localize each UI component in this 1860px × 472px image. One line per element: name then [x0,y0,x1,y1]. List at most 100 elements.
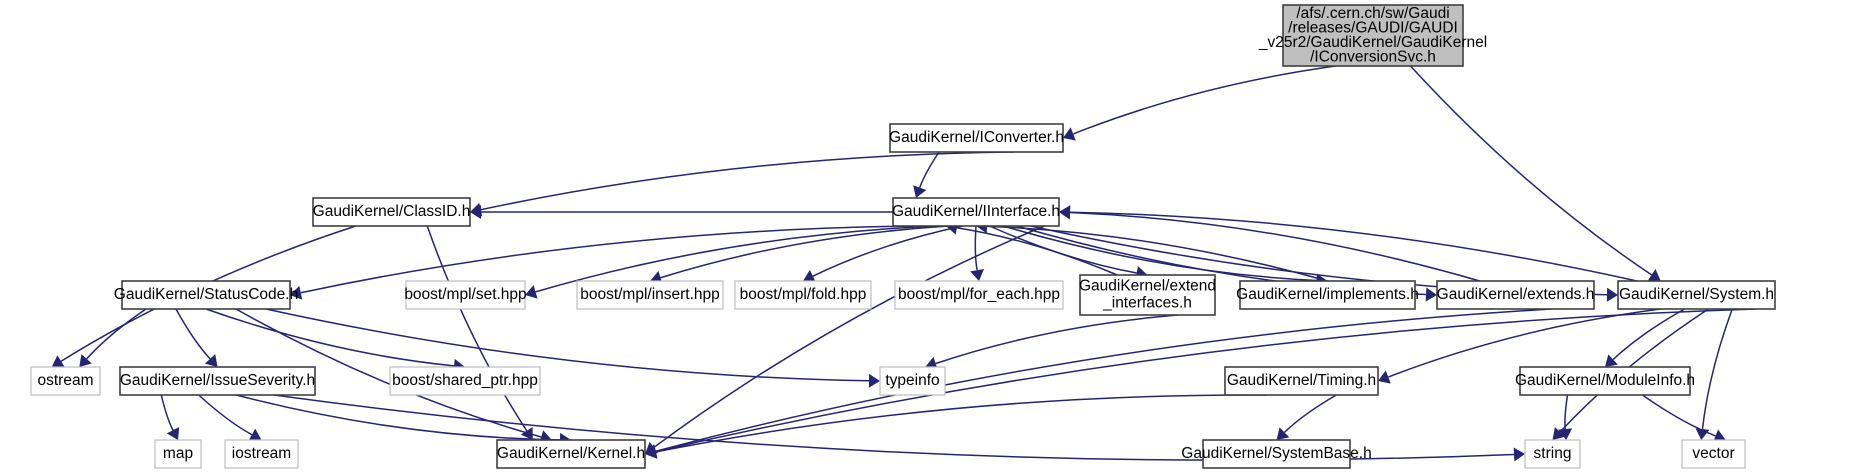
graph-node-issuesev[interactable]: GaudiKernel/IssueSeverity.h [119,366,316,396]
node-label: boost/mpl/for_each.hpp [898,286,1060,303]
graph-edge-iconverter-to-iinterface [919,151,940,188]
graph-edge-timing-to-systembase [1283,394,1337,433]
graph-node-mplforeach[interactable]: boost/mpl/for_each.hpp [894,280,1064,310]
node-label: string [1534,445,1572,462]
graph-edge-arrowhead [525,285,538,299]
node-box [224,439,299,469]
node-box [30,366,101,396]
graph-edge-arrowhead [1378,370,1391,384]
node-label: _v25r2/GaudiKernel/GaudiKernel [1258,34,1487,51]
graph-node-string[interactable]: string [1524,439,1581,469]
graph-node-mplset[interactable]: boost/mpl/set.hpp [404,280,527,310]
graph-edge-arrowhead [166,427,180,440]
graph-edge-arrowhead [51,355,65,368]
node-box [1681,439,1746,469]
graph-edge-arrowhead [913,185,927,198]
graph-node-ostream[interactable]: ostream [30,366,101,396]
node-label: GaudiKernel/extend [1079,278,1216,295]
graph-edge-system-to-vector [1701,308,1733,430]
node-label: /IConversionSvc.h [1310,48,1436,65]
node-label: GaudiKernel/System.h [1619,286,1774,303]
node-box [889,123,1064,153]
graph-edge-iinterface-to-kernel [653,225,1045,449]
graph-edge-extends-to-kernel [655,308,1552,452]
node-label: GaudiKernel/Timing.h [1227,372,1376,389]
node-label: iostream [232,445,291,462]
graph-node-iconverter[interactable]: GaudiKernel/IConverter.h [889,123,1064,153]
graph-node-classid[interactable]: GaudiKernel/ClassID.h [312,197,471,227]
graph-node-kernel[interactable]: GaudiKernel/Kernel.h [496,439,646,469]
graph-edge-arrowhead [1647,269,1661,281]
node-layer: /afs/.cern.ch/sw/Gaudi/releases/GAUDI/GA… [30,4,1776,469]
graph-node-systembase[interactable]: GaudiKernel/SystemBase.h [1181,439,1372,469]
node-box [1436,280,1595,310]
node-label: GaudiKernel/implements.h [1236,286,1419,303]
node-label: typeinfo [885,372,939,389]
graph-edge-arrowhead [803,269,816,283]
graph-node-extends[interactable]: GaudiKernel/extends.h [1436,280,1595,310]
node-box [894,280,1064,310]
node-label: boost/mpl/set.hpp [404,286,526,303]
graph-edge-arrowhead [1558,428,1573,440]
node-label: boost/mpl/fold.hpp [740,286,867,303]
graph-node-extendif[interactable]: GaudiKernel/extend_interfaces.h [1079,274,1216,316]
graph-edge-implements-to-iinterface [986,225,1328,282]
graph-edge-moduleinfo-to-vector [1642,394,1716,437]
graph-node-implements[interactable]: GaudiKernel/implements.h [1236,280,1419,310]
graph-edge-root-to-iconverter [1072,65,1336,135]
graph-node-sharedptr[interactable]: boost/shared_ptr.hpp [389,366,541,396]
graph-node-iinterface[interactable]: GaudiKernel/IInterface.h [892,197,1060,227]
node-label: _interfaces.h [1102,295,1192,312]
node-label: GaudiKernel/SystemBase.h [1181,445,1371,462]
node-box [1282,4,1464,67]
node-label: boost/shared_ptr.hpp [392,372,538,389]
graph-edge-arrowhead [1552,427,1566,440]
graph-node-iostream[interactable]: iostream [224,439,299,469]
graph-edge-moduleinfo-to-string [1564,394,1569,430]
node-box [405,280,526,310]
node-label: /afs/.cern.ch/sw/Gaudi [1296,5,1449,22]
graph-node-map[interactable]: map [154,439,202,469]
graph-node-system[interactable]: GaudiKernel/System.h [1617,280,1776,310]
node-label: boost/mpl/insert.hpp [580,286,720,303]
node-box [119,366,316,396]
graph-node-typeinfo[interactable]: typeinfo [879,366,946,396]
node-label: GaudiKernel/ClassID.h [313,203,471,220]
graph-node-mplinsert[interactable]: boost/mpl/insert.hpp [576,280,724,310]
node-box [734,280,872,310]
graph-edge-arrowhead [1606,287,1618,302]
graph-node-moduleinfo[interactable]: GaudiKernel/ModuleInfo.h [1515,366,1695,396]
graph-edge-iinterface-to-mplforeach [974,225,978,271]
graph-edge-arrowhead [1425,287,1437,302]
graph-edge-issuesev-to-map [160,394,174,431]
node-box [892,197,1060,227]
graph-edge-iinterface-to-mplset [535,225,936,293]
node-box [1519,366,1691,396]
graph-edge-arrowhead [868,373,880,388]
node-box [1079,274,1216,316]
graph-node-timing[interactable]: GaudiKernel/Timing.h [1224,366,1379,396]
graph-node-statuscode[interactable]: GaudiKernel/StatusCode.h [114,280,298,310]
graph-edge-arrowhead [1605,354,1618,367]
graph-edge-statuscode-to-typeinfo [265,308,870,382]
node-box [121,280,291,310]
graph-node-vector[interactable]: vector [1681,439,1746,469]
node-label: GaudiKernel/Kernel.h [497,445,645,462]
node-label: vector [1692,445,1734,462]
graph-edge-arrowhead [470,205,481,219]
node-label: map [163,445,193,462]
graph-edge-arrowhead [79,354,92,367]
graph-node-mplfold[interactable]: boost/mpl/fold.hpp [734,280,872,310]
node-box [312,197,471,227]
node-box [389,366,541,396]
graph-edge-iinterface-to-statuscode [300,225,922,294]
graph-edge-classid-to-kernel [426,225,528,432]
graph-edge-statuscode-to-issuesev [175,308,211,360]
graph-edge-extendif-to-iinterface [956,227,1118,276]
graph-edge-system-to-moduleinfo [1612,308,1685,361]
node-box [496,439,646,469]
graph-node-root[interactable]: /afs/.cern.ch/sw/Gaudi/releases/GAUDI/GA… [1258,4,1487,67]
graph-edge-arrowhead [248,428,262,441]
